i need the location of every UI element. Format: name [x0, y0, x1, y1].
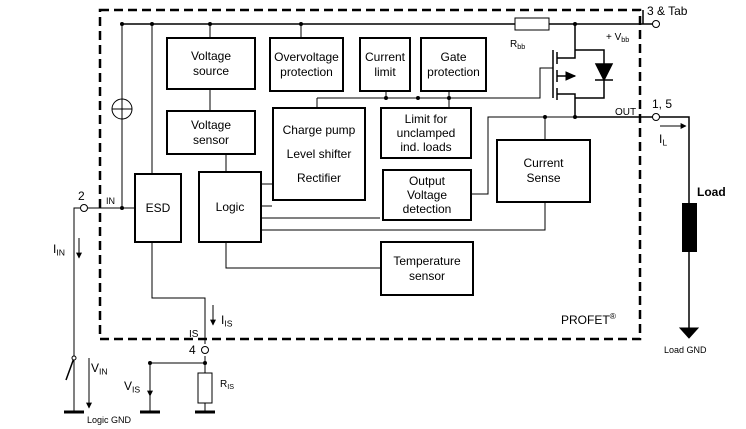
voltage-source-block: Voltage source — [166, 37, 256, 90]
vbb-label: + Vbb — [606, 32, 630, 45]
pin-4-terminal — [201, 346, 209, 354]
logic-block: Logic — [198, 171, 262, 243]
power-mosfet — [552, 49, 614, 117]
pin-1-5-label: 1, 5 — [652, 97, 673, 111]
vis-label: VIS — [124, 379, 141, 395]
profet-label: PROFET® — [561, 311, 617, 327]
is-label: IS — [189, 329, 199, 340]
pin-3-tab-label: 3 & Tab — [647, 4, 688, 18]
rbb-label: Rbb — [510, 39, 526, 52]
logic-gnd-label: Logic GND — [87, 415, 132, 425]
output-voltage-detection-block: Output Voltage detection — [382, 169, 472, 221]
switch-symbol — [65, 357, 75, 381]
current-sense-block: Current Sense — [496, 139, 591, 203]
il-label: IL — [659, 132, 668, 148]
ris-resistor — [197, 372, 213, 404]
overvoltage-protection-block: Overvoltage protection — [269, 37, 344, 92]
gate-protection-block: Gate protection — [420, 37, 487, 92]
voltage-sensor-block: Voltage sensor — [166, 110, 256, 155]
limit-unclamped-loads-block: Limit for unclamped ind. loads — [380, 107, 472, 159]
rbb-resistor — [514, 17, 550, 31]
in-label: IN — [106, 196, 115, 206]
charge-pump-block: Charge pump Level shifter Rectifier — [272, 107, 366, 201]
ris-label: RIS — [220, 379, 235, 392]
current-limit-block: Current limit — [359, 37, 411, 92]
esd-block: ESD — [134, 173, 182, 243]
pin-3-terminal — [652, 20, 660, 28]
load-element — [682, 203, 697, 252]
iis-label: IIS — [221, 313, 233, 329]
pin-2-terminal — [80, 204, 88, 212]
pin-4-label: 4 — [189, 343, 196, 357]
pin-1-5-terminal — [652, 113, 660, 121]
iin-label: IIN — [53, 242, 65, 258]
chip-outline — [98, 8, 642, 341]
out-label: OUT — [615, 107, 637, 118]
pin-2-label: 2 — [78, 189, 85, 203]
load-label: Load — [697, 185, 726, 199]
load-gnd-label: Load GND — [664, 345, 707, 355]
temperature-sensor-block: Temperature sensor — [380, 241, 474, 296]
vin-label: VIN — [91, 361, 108, 377]
